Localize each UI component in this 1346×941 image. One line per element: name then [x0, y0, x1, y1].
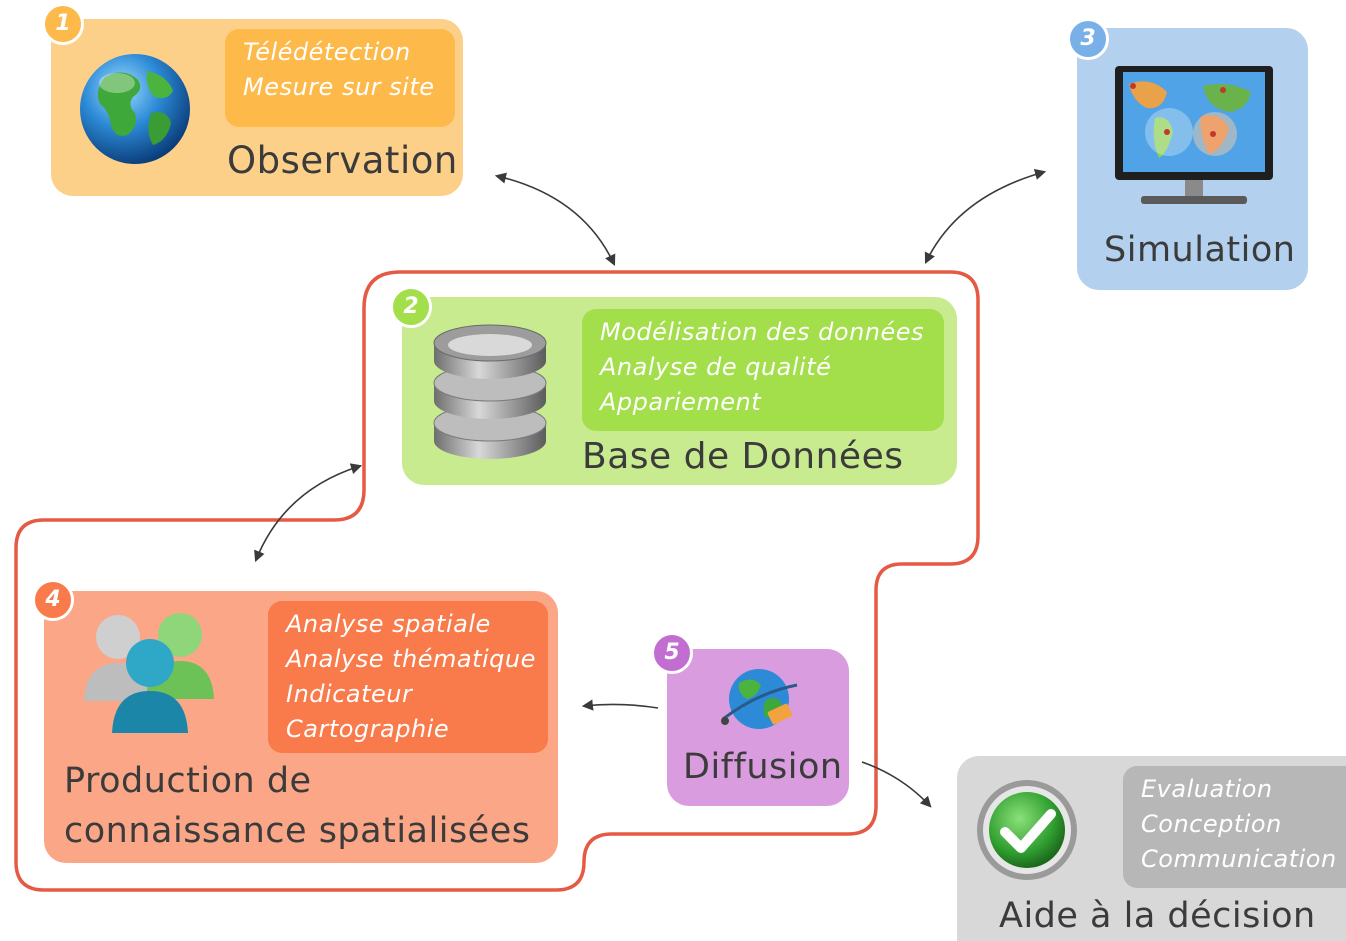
- production-node: Analyse spatiale Analyse thématique Indi…: [44, 591, 558, 863]
- edge-simulation-database: [924, 169, 1047, 265]
- monitor-map-icon: [1111, 62, 1277, 216]
- observation-node: Télédétection Mesure sur site Observatio…: [51, 19, 463, 196]
- database-item: Appariement: [600, 388, 762, 416]
- production-title-line-2: connaissance spatialisées: [64, 811, 531, 851]
- decision-details: Evaluation Conception Communication: [1123, 766, 1346, 888]
- edge-diffusion-production: [581, 699, 659, 711]
- production-title-line-1: Production de: [64, 761, 312, 801]
- badge-3: 3: [1067, 18, 1109, 60]
- users-icon: [76, 605, 226, 739]
- production-item: Cartographie: [286, 715, 450, 743]
- badge-4: 4: [32, 579, 74, 621]
- edge-diffusion-decision: [861, 761, 932, 808]
- production-details: Analyse spatiale Analyse thématique Indi…: [268, 601, 548, 753]
- observation-item: Mesure sur site: [243, 73, 435, 101]
- decision-item: Evaluation: [1141, 775, 1273, 803]
- database-node: Modélisation des données Analyse de qual…: [402, 297, 957, 485]
- badge-5: 5: [651, 632, 693, 674]
- simulation-title: Simulation: [1104, 230, 1296, 270]
- database-title: Base de Données: [582, 436, 904, 477]
- decision-node: Evaluation Conception Communication Aide…: [957, 756, 1346, 941]
- decision-title: Aide à la décision: [999, 896, 1316, 936]
- decision-item: Conception: [1141, 810, 1282, 838]
- production-item: Analyse spatiale: [286, 610, 491, 638]
- diffusion-title: Diffusion: [683, 747, 843, 787]
- badge-1: 1: [42, 3, 84, 45]
- simulation-node: Simulation: [1077, 28, 1308, 290]
- database-item: Analyse de qualité: [600, 353, 832, 381]
- production-item: Indicateur: [286, 680, 413, 708]
- edge-database-production: [254, 463, 363, 563]
- observation-item: Télédétection: [243, 38, 411, 66]
- globe-icon: [75, 49, 195, 173]
- globe-network-icon: [717, 663, 803, 743]
- database-details: Modélisation des données Analyse de qual…: [582, 309, 944, 431]
- badge-2: 2: [390, 286, 432, 328]
- checkmark-icon: [975, 778, 1079, 886]
- production-item: Analyse thématique: [286, 645, 536, 673]
- edge-observation-database: [494, 172, 616, 267]
- decision-item: Communication: [1141, 845, 1337, 873]
- database-icon: [428, 317, 552, 471]
- database-item: Modélisation des données: [600, 318, 925, 346]
- diffusion-node: Diffusion: [667, 649, 849, 806]
- observation-details: Télédétection Mesure sur site: [225, 29, 455, 127]
- observation-title: Observation: [227, 139, 458, 182]
